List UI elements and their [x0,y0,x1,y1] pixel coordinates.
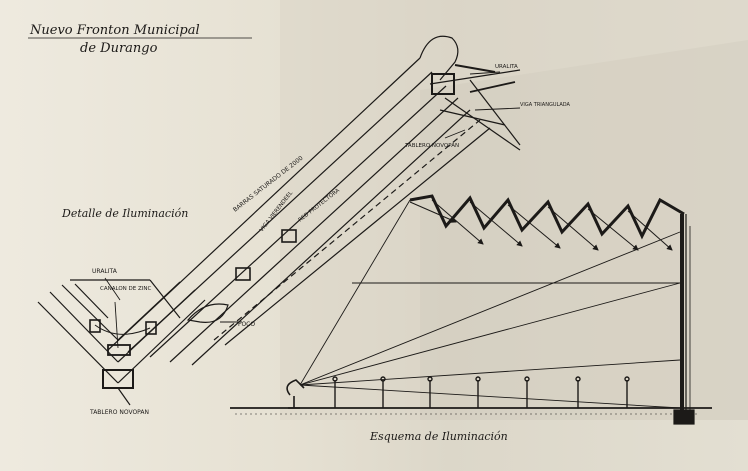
light-ray-arrows [409,199,673,251]
posts [332,376,630,408]
label-foco: FOCO [238,321,255,328]
gutter-detail [37,279,206,406]
title-line1: Nuevo Fronton Municipal [29,23,200,38]
detail-caption: Detalle de Iluminación [61,207,188,220]
scheme-caption: Esquema de Iluminación [369,430,508,443]
label-uralita-top: URALITA [495,64,518,70]
sawtooth-roof [409,194,685,240]
light-rays [299,199,681,409]
label-tablero-novopan-bottom: TABLERO NOVOPAN [89,409,149,416]
column [673,214,695,425]
ground-line [230,407,712,415]
label-tablero-novopan-top: TABLERO NOVOPAN [404,143,459,149]
title-line2: de Durango [80,41,158,56]
detail-beam [107,35,521,366]
label-viga-triangulada: VIGA TRIANGULADA [520,102,571,108]
spotlight-icon [286,379,305,409]
label-canalon-zinc: CANALON DE ZINC [100,286,152,292]
label-uralita-left: URALITA [92,268,118,275]
